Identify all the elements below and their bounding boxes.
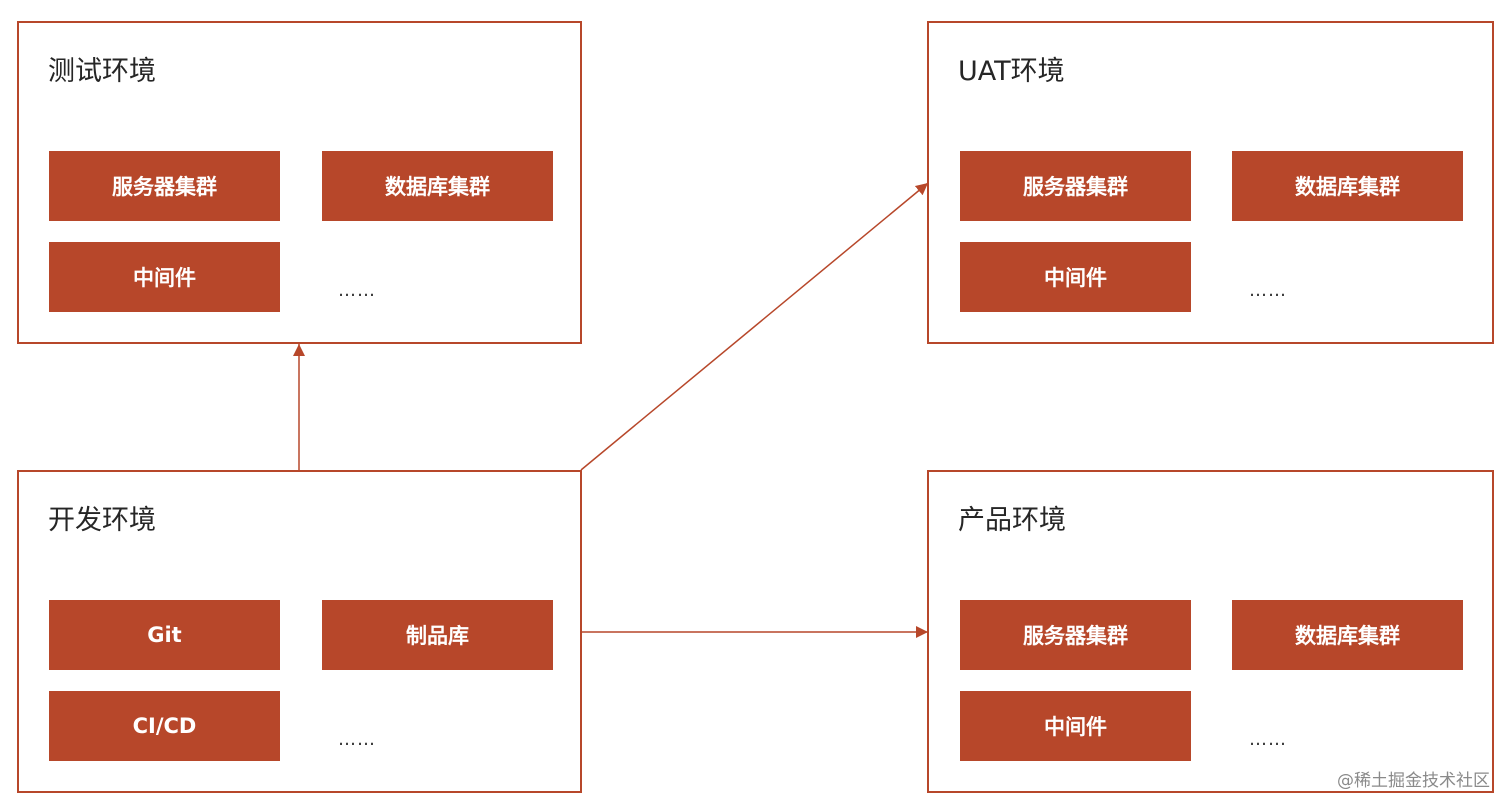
dev-more-ellipsis: ……	[338, 729, 376, 750]
uat-middleware-chip: 中间件	[960, 242, 1191, 312]
uat-more-ellipsis: ……	[1249, 280, 1287, 301]
arrow-dev-to-uat	[580, 182, 929, 471]
test-server-cluster-chip: 服务器集群	[49, 151, 280, 221]
uat-server-cluster-chip: 服务器集群	[960, 151, 1191, 221]
dev-environment-title: 开发环境	[48, 505, 156, 536]
prod-more-ellipsis: ……	[1249, 729, 1287, 750]
test-database-cluster-chip: 数据库集群	[322, 151, 553, 221]
uat-database-cluster-chip: 数据库集群	[1232, 151, 1463, 221]
dev-cicd-chip: CI/CD	[49, 691, 280, 761]
prod-environment-title: 产品环境	[958, 505, 1066, 536]
dev-git-chip: Git	[49, 600, 280, 670]
test-more-ellipsis: ……	[338, 280, 376, 301]
prod-server-cluster-chip: 服务器集群	[960, 600, 1191, 670]
test-middleware-chip: 中间件	[49, 242, 280, 312]
prod-environment-box: 产品环境 服务器集群 数据库集群 中间件 ……	[927, 470, 1494, 793]
dev-environment-box: 开发环境 Git 制品库 CI/CD ……	[17, 470, 582, 793]
test-environment-title: 测试环境	[48, 56, 156, 87]
prod-database-cluster-chip: 数据库集群	[1232, 600, 1463, 670]
watermark: @稀土掘金技术社区	[1337, 771, 1490, 791]
uat-environment-box: UAT环境 服务器集群 数据库集群 中间件 ……	[927, 21, 1494, 344]
dev-artifact-repo-chip: 制品库	[322, 600, 553, 670]
test-environment-box: 测试环境 服务器集群 数据库集群 中间件 ……	[17, 21, 582, 344]
prod-middleware-chip: 中间件	[960, 691, 1191, 761]
uat-environment-title: UAT环境	[958, 56, 1065, 87]
